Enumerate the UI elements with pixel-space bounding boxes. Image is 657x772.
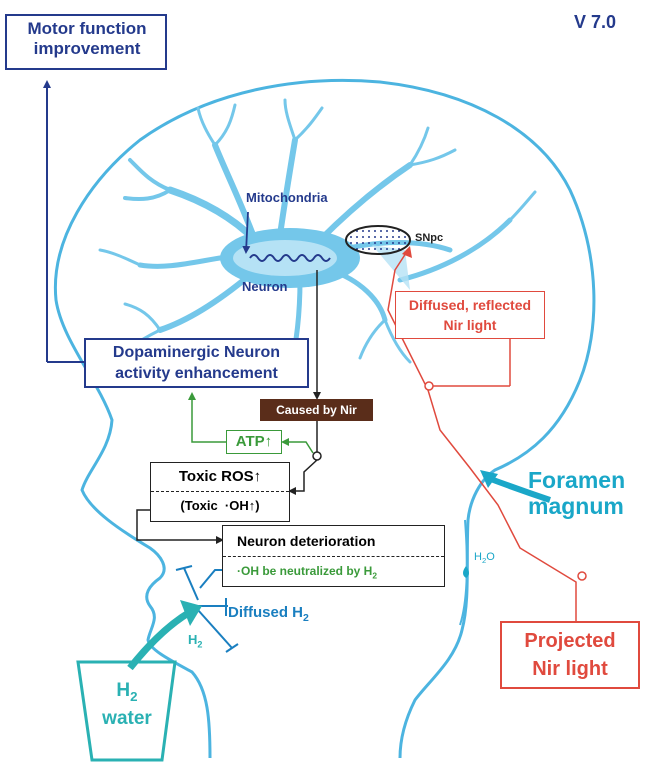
projected-line-2: Nir light	[532, 658, 608, 680]
node-to-atp-line	[281, 438, 314, 454]
diffused-h2-text: Diffused H	[228, 604, 303, 621]
foramen-line-1: Foramen	[528, 467, 626, 493]
neuron-deterioration-box: Neuron deterioration ·OH be neutralized …	[222, 525, 445, 587]
dopaminergic-box: Dopaminergic Neuron activity enhancement	[84, 338, 309, 388]
water-h: H	[116, 680, 131, 701]
head-outline	[53, 78, 596, 759]
nir-node-1	[424, 381, 434, 391]
motor-function-label: Motor function improvement	[12, 19, 162, 59]
motor-function-line-2: improvement	[33, 39, 141, 58]
foramen-line-2: magnum	[528, 493, 624, 519]
diffused-h2-label: Diffused H2	[228, 604, 309, 624]
diffused-reflected-line-1: Diffused, reflected	[408, 297, 532, 313]
jaw-line	[459, 519, 468, 626]
motor-function-box	[5, 14, 167, 70]
h2-small-sub: 2	[197, 639, 203, 650]
h2-small-h: H	[188, 632, 198, 647]
water-sub: 2	[130, 688, 138, 704]
oh-neutralized-text: ·OH be neutralized by H	[237, 564, 373, 578]
projected-line-1: Projected	[524, 630, 616, 652]
nir-light-path	[387, 249, 577, 660]
projected-nir-box: Projected Nir light	[500, 621, 640, 689]
oh-neutralized-label: ·OH be neutralized by H2	[223, 557, 444, 589]
toxic-ros-box: Toxic ROS↑ (Toxic ·OH↑)	[150, 462, 290, 522]
oh-to-deterioration-line	[136, 509, 224, 544]
h2-flow-arrowhead	[180, 600, 202, 626]
node-to-ros-line	[288, 459, 318, 495]
snpc-label: SNpc	[415, 232, 444, 244]
neuron-deterioration-label: Neuron deterioration	[223, 526, 444, 557]
neuron-dendrites	[98, 98, 537, 373]
foramen-arrow	[486, 475, 551, 503]
snpc-wedge	[372, 245, 410, 290]
h2-water-label: H2 water	[92, 680, 162, 730]
foramen-arrowhead	[480, 470, 498, 488]
mitochondria-squiggle	[249, 254, 331, 262]
version-label: V 7.0	[574, 12, 617, 32]
snpc-region	[345, 225, 411, 255]
dopaminergic-line-1: Dopaminergic Neuron	[112, 344, 281, 361]
h2o-h: H	[474, 551, 482, 563]
nir-node-2	[577, 571, 587, 581]
mitochondria-pointer	[242, 211, 251, 254]
neuron-label: Neuron	[242, 279, 288, 294]
atp-to-dopaminergic-line	[188, 392, 226, 443]
dopaminergic-line-2: activity enhancement	[115, 365, 278, 382]
caused-by-nir-label: Caused by Nir	[260, 399, 373, 421]
h2-water-formula: H2	[92, 680, 162, 708]
h2o-label: H2O	[474, 551, 495, 565]
diffused-reflected-nir-box: Diffused, reflected Nir light	[395, 291, 545, 339]
h2-inhibition-lines	[175, 565, 239, 653]
h2o-o: O	[486, 551, 495, 563]
h2-flow-arrow	[127, 608, 192, 671]
oh-neutralized-sub: 2	[372, 570, 378, 581]
water-cup	[76, 660, 177, 762]
atp-node	[312, 451, 322, 461]
diffused-h2-sub: 2	[303, 612, 309, 624]
toxic-ros-label: Toxic ROS↑	[151, 463, 289, 492]
atp-box: ATP↑	[226, 430, 282, 454]
motor-function-line-1: Motor function	[27, 19, 147, 38]
foramen-magnum-label: Foramen magnum	[528, 467, 625, 519]
water-word: water	[102, 707, 152, 729]
h2-small-label: H2	[188, 632, 202, 650]
water-drop	[463, 566, 469, 578]
nir-arrowhead	[402, 246, 412, 258]
diffused-reflected-line-2: Nir light	[443, 317, 497, 333]
neuron-core	[233, 240, 337, 276]
mitochondria-label: Mitochondria	[246, 190, 328, 205]
h2o-sub: 2	[481, 556, 487, 566]
toxic-oh-label: (Toxic ·OH↑)	[180, 498, 260, 513]
